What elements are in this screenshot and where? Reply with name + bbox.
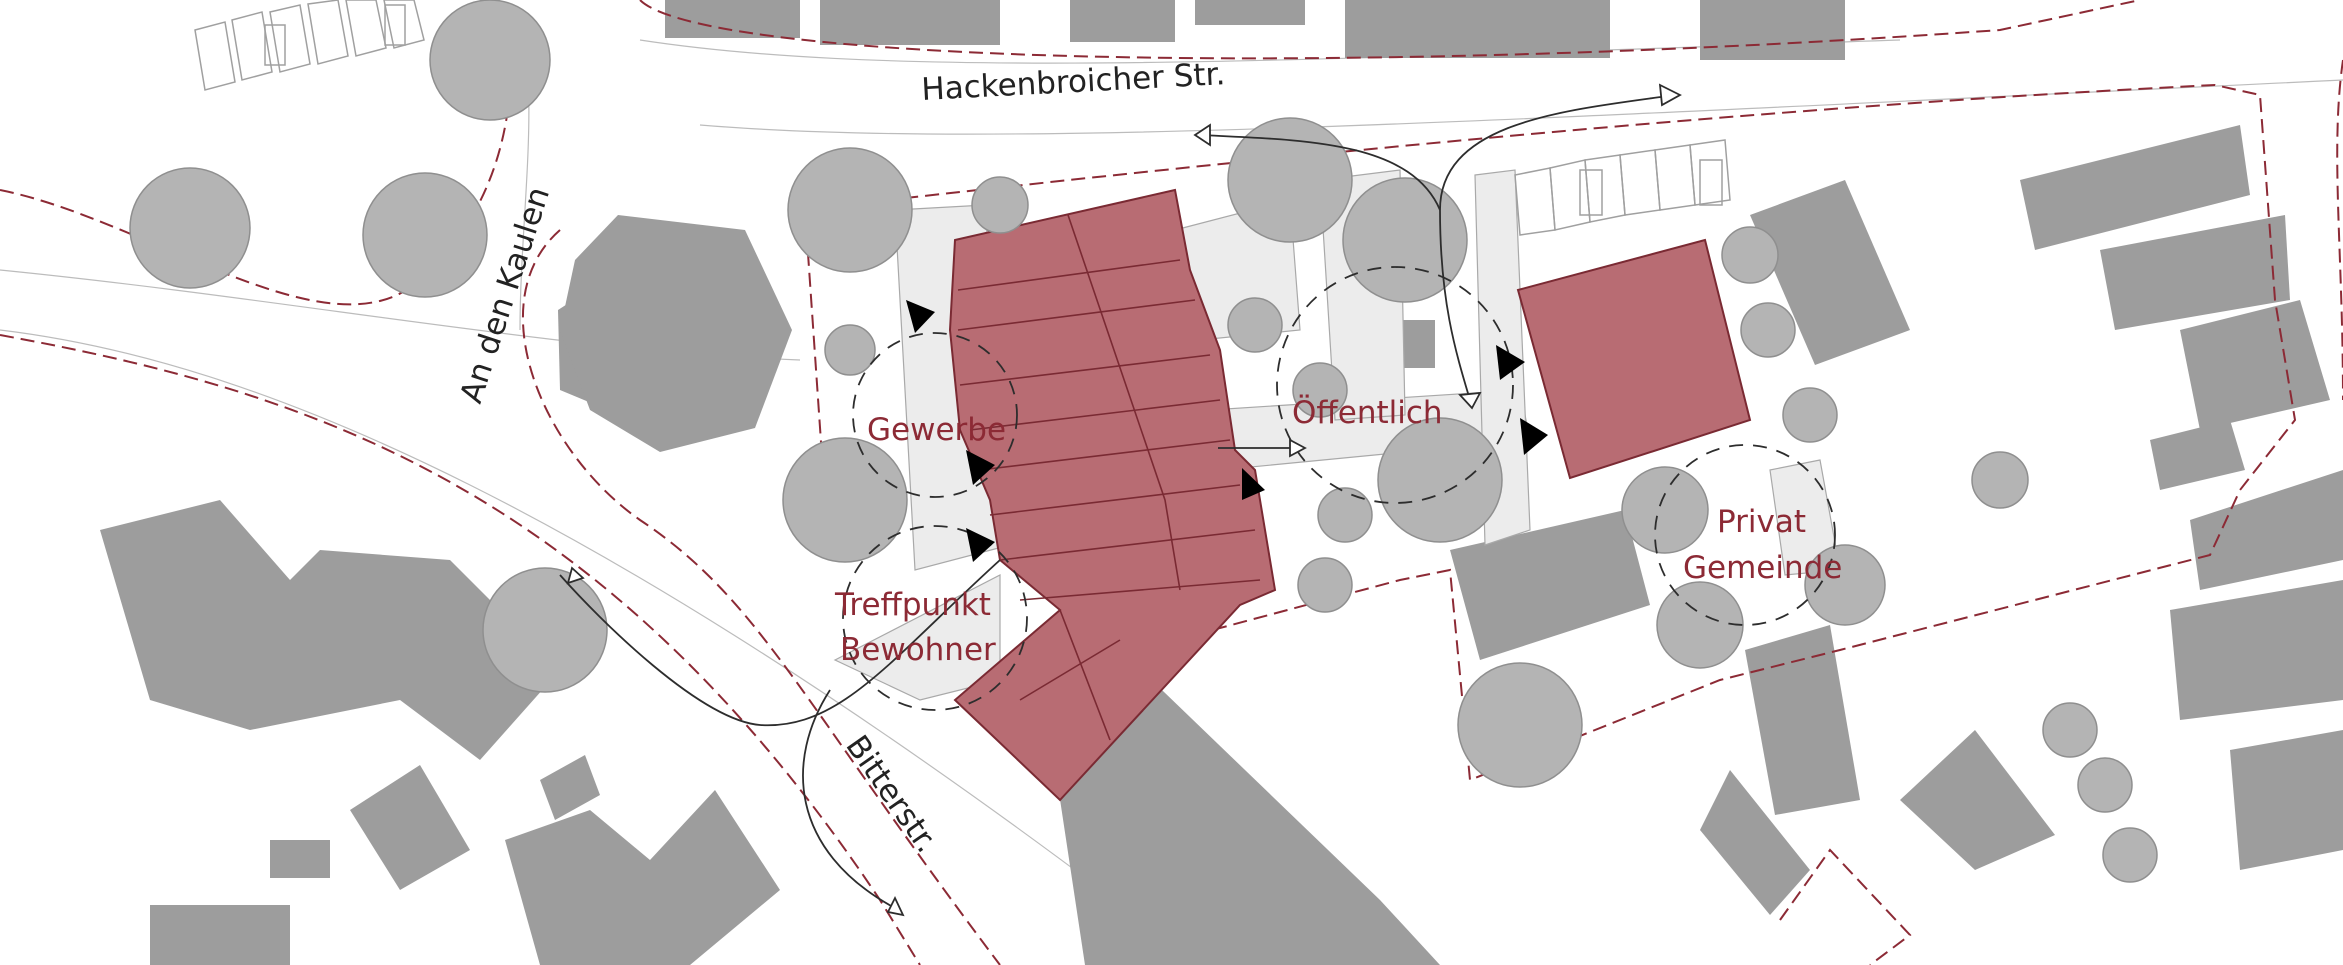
entrance-triangle-icon [1520, 418, 1548, 455]
zone-circles [842, 266, 1836, 711]
arrow-south-icon [1458, 391, 1482, 410]
arrow-east-icon [1289, 438, 1307, 458]
arrow-southeast-icon [886, 895, 905, 917]
zone-label-gemeinde: Gemeinde [1683, 550, 1842, 586]
entrance-triangle-icon [966, 450, 995, 485]
entrance-triangle-icon [1242, 468, 1265, 500]
entrance-markers [906, 300, 1548, 562]
street-label-bitterstr: Bitterstr. [838, 729, 944, 859]
parking-spaces-east [1514, 139, 1731, 236]
entrance-triangle-icon [906, 300, 935, 333]
arrow-northwest-icon [1193, 123, 1211, 147]
existing-buildings [100, 0, 2343, 965]
street-label-hackenbroicher: Hackenbroicher Str. [921, 56, 1227, 108]
zone-label-treffpunkt: Treffpunkt [834, 587, 991, 623]
new-building-complex [948, 188, 1277, 802]
entrance-triangle-icon [1496, 345, 1525, 380]
access-arrows [559, 83, 1682, 917]
zone-label-oeffentlich: Öffentlich [1292, 394, 1443, 431]
trees [129, 0, 2158, 883]
new-building-east [1516, 238, 1752, 480]
zone-label-privat: Privat [1717, 504, 1806, 540]
zone-label-bewohner: Bewohner [840, 632, 996, 668]
arrow-northeast-icon [1658, 83, 1682, 107]
zone-label-gewerbe: Gewerbe [867, 412, 1006, 448]
octagonal-building [560, 215, 792, 452]
arrow-west-icon [566, 566, 585, 585]
parking-spaces-northwest [194, 0, 425, 91]
entrance-triangle-icon [966, 528, 995, 562]
